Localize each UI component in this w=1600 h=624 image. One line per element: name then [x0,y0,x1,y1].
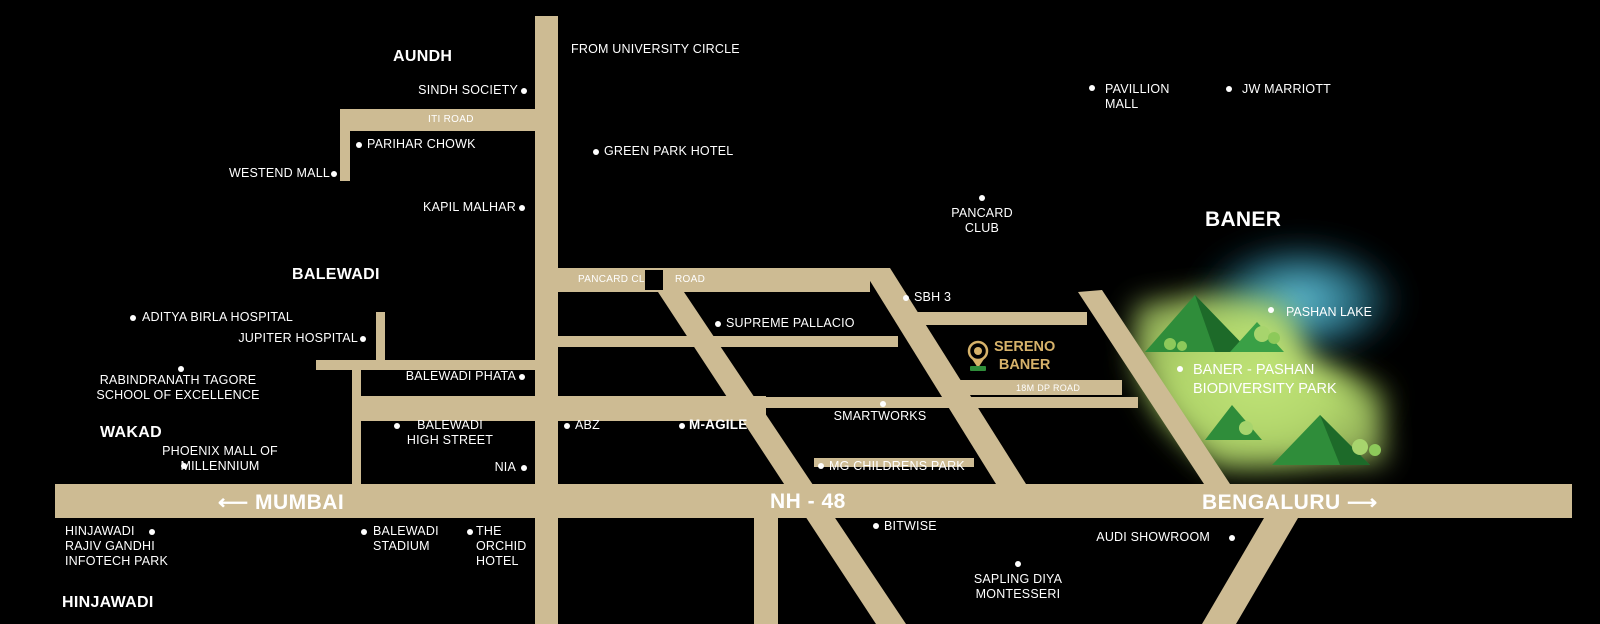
landmark-balewadi-high-street: BALEWADI HIGH STREET [406,418,494,447]
landmark-jw-marriott: JW MARRIOTT [1242,82,1331,96]
road-label-pancard-b: ROAD [675,274,706,285]
landmark-balewadi-phata: BALEWADI PHATA [405,369,516,383]
landmark-hinjawadi-infotech-park: HINJAWADI RAJIV GANDHI INFOTECH PARK [65,524,169,568]
project-name: SERENO BANER [994,339,1056,373]
landmark-sapling-diya-montesseri: SAPLING DIYA MONTESSERI [973,572,1063,601]
landmark-dot [1226,86,1232,92]
landmark-pavillion-mall: PAVILLION MALL [1105,82,1170,111]
landmark-dot [818,463,824,469]
landmark-orchid-hotel: THE ORCHID HOTEL [476,524,527,568]
landmark-dot [394,423,400,429]
landmark-dot [178,366,184,372]
area-balewadi: BALEWADI [292,266,380,283]
landmark-sindh-society: SINDH SOCIETY [418,83,518,97]
direction-bengaluru: BENGALURU ⟶ [1202,491,1378,514]
landmark-supreme-pallacio: SUPREME PALLACIO [726,316,855,330]
lake-label: PASHAN LAKE [1286,305,1372,319]
road-network [55,16,1572,624]
landmark-pancard-club: PANCARD CLUB [951,206,1013,235]
landmark-mg-childrens-park: MG CHILDRENS PARK [829,459,965,473]
road-label-iti: ITI ROAD [428,114,474,125]
park-trees [1145,295,1381,465]
landmark-dot [360,336,366,342]
arrow-left-icon: ⟵ [218,491,255,514]
landmark-dot [361,529,367,535]
park-dot [1177,366,1183,372]
landmark-sbh3: SBH 3 [914,290,952,304]
landmark-dot [130,315,136,321]
landmark-dot [564,423,570,429]
park-label: BANER - PASHAN BIODIVERSITY PARK [1193,362,1337,397]
landmark-dot [519,374,525,380]
landmark-from-university-circle: FROM UNIVERSITY CIRCLE [571,42,740,56]
landmark-dot [467,529,473,535]
landmark-dot [1015,561,1021,567]
landmark-balewadi-stadium: BALEWADI STADIUM [373,524,439,553]
location-pin-icon [967,340,989,371]
landmark-nia: NIA [494,460,516,474]
area-aundh: AUNDH [393,48,453,65]
landmark-dot [679,423,685,429]
road-label-pancard-a: PANCARD CL [578,274,645,285]
landmark-dot [880,401,886,407]
landmark-dot [1089,85,1095,91]
landmark-dot [979,195,985,201]
landmark-dot [715,321,721,327]
arrow-right-icon: ⟶ [1340,491,1378,514]
landmark-dot [1229,535,1235,541]
direction-mumbai: ⟵ MUMBAI [218,491,345,514]
landmark-westend-mall: WESTEND MALL [228,166,330,180]
landmark-audi-showroom: AUDI SHOWROOM [1096,530,1210,544]
project-marker[interactable]: SERENO BANER [966,338,1076,378]
landmark-jupiter-hospital: JUPITER HOSPITAL [238,331,358,345]
landmark-dot [521,88,527,94]
landmark-dot [903,295,909,301]
highway-nh48: NH - 48 [770,490,846,513]
landmark-bitwise: BITWISE [884,519,937,533]
landmark-phoenix-mall: PHOENIX MALL OF MILLENNIUM [162,444,278,473]
landmark-smartworks: SMARTWORKS [833,409,927,423]
landmark-m-agile: M-AGILE [689,417,748,432]
road-gap [645,270,663,290]
road-label-18m-dp: 18M DP ROAD [1016,383,1081,393]
area-hinjawadi: HINJAWADI [62,594,154,611]
area-wakad: WAKAD [100,424,162,441]
landmark-dot [356,142,362,148]
landmark-dot [521,465,527,471]
landmark-dot [593,149,599,155]
lake-dot [1268,307,1274,313]
area-baner: BANER [1205,208,1282,231]
landmark-dot [519,205,525,211]
landmark-abz: ABZ [575,418,600,432]
landmark-dot [181,463,187,469]
landmark-green-park-hotel: GREEN PARK HOTEL [604,144,734,158]
landmark-dot [149,529,155,535]
landmark-parihar-chowk: PARIHAR CHOWK [367,137,476,151]
landmark-dot [873,523,879,529]
landmark-aditya-birla-hospital: ADITYA BIRLA HOSPITAL [142,310,294,324]
landmark-rabindranath-tagore-school: RABINDRANATH TAGORE SCHOOL OF EXCELLENCE [96,373,260,402]
landmark-kapil-malhar: KAPIL MALHAR [423,200,516,214]
landmark-dot [331,171,337,177]
